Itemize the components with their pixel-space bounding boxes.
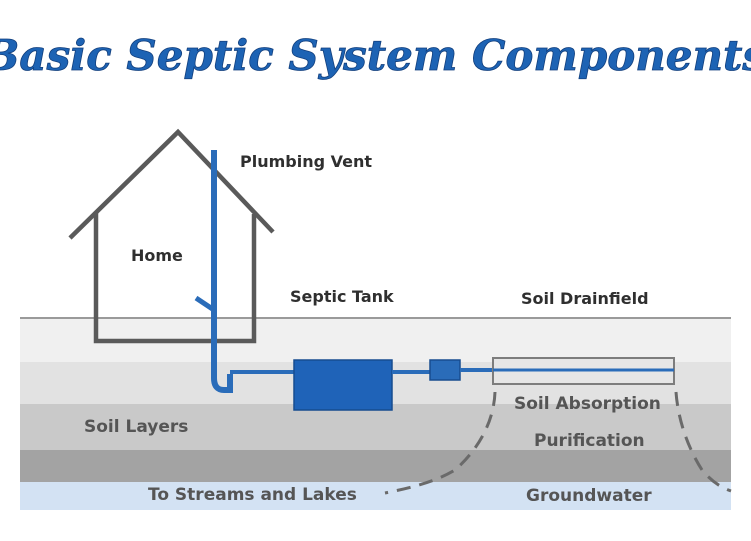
house-walls: [93, 213, 257, 344]
septic-tank: [293, 359, 393, 411]
plume-boundary-left: [384, 391, 497, 495]
house-roof: [68, 128, 275, 240]
house: [68, 128, 275, 344]
soil-absorption-label: Soil Absorption: [514, 394, 661, 414]
soil-layers-label: Soil Layers: [84, 417, 188, 437]
groundwater-label: Groundwater: [526, 486, 652, 506]
plumbing-vent-label: Plumbing Vent: [240, 152, 372, 171]
distribution-box: [429, 359, 461, 381]
groundwater-layer: [20, 482, 731, 510]
drainfield: [492, 357, 675, 385]
soil-layer-middle: [20, 404, 731, 450]
pipe-elbow: [211, 374, 233, 393]
soil-drainfield-label: Soil Drainfield: [521, 289, 649, 308]
to-streams-and-lakes-label: To Streams and Lakes: [148, 485, 357, 505]
purification-label: Purification: [534, 431, 645, 451]
plume-boundary-right: [674, 391, 732, 493]
home-label: Home: [131, 246, 183, 265]
plumbing-pipe: [194, 150, 295, 393]
drain-branch: [194, 295, 216, 313]
diagram-title: Basic Septic System Components: [0, 31, 751, 80]
soil-layer-lower: [20, 450, 731, 482]
septic-tank-label: Septic Tank: [290, 287, 394, 306]
